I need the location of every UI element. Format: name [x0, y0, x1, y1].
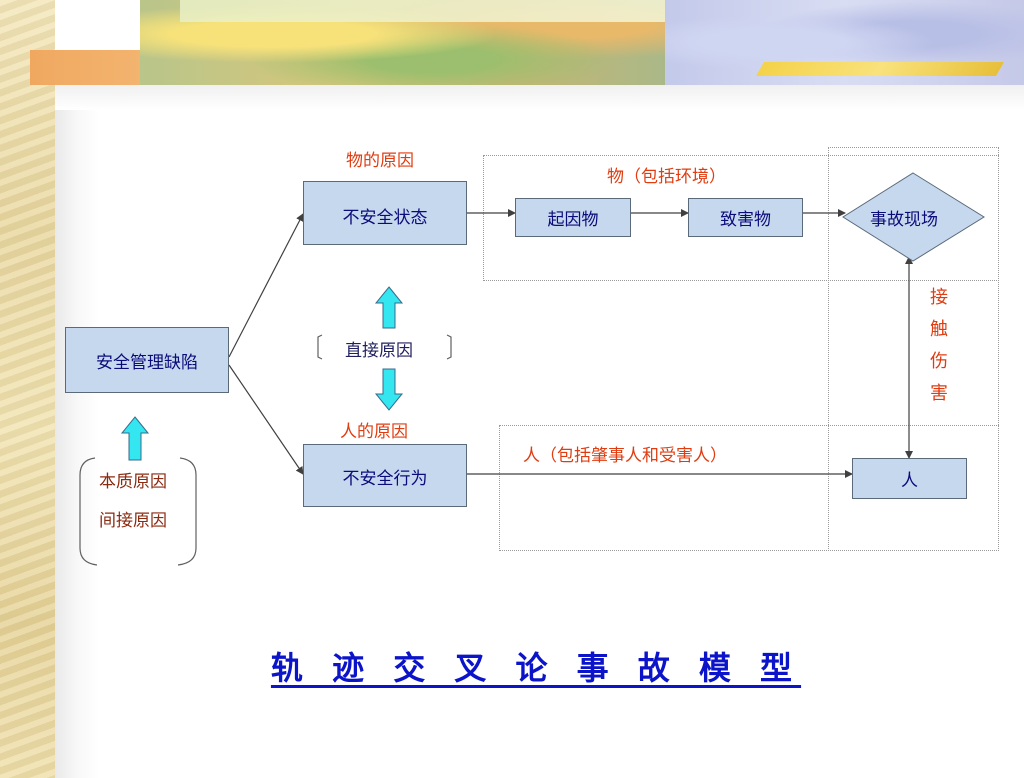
person-label: 人	[901, 471, 918, 491]
cyan-up-arrow-direct	[374, 286, 404, 329]
root-cause-label: 安全管理缺陷	[96, 352, 198, 373]
initiating-object-box: 起因物	[515, 198, 631, 237]
unsafe-act-box: 不安全行为	[303, 444, 467, 507]
top-shadow	[55, 85, 1024, 110]
right-bracket-direct	[446, 334, 452, 360]
unsafe-state-label: 不安全状态	[342, 208, 428, 228]
essential-cause-label: 本质原因	[99, 472, 167, 492]
root-cause-box: 安全管理缺陷	[65, 327, 229, 393]
unsafe-state-box: 不安全状态	[303, 181, 467, 245]
arrow-root-to-unsafe-act	[228, 364, 304, 475]
object-cause-label: 物的原因	[346, 151, 414, 171]
accident-scene-diamond	[842, 172, 985, 262]
object-track-label: 物（包括环境）	[607, 167, 726, 187]
human-track-label: 人（包括肇事人和受害人）	[523, 446, 727, 466]
left-paren-essential	[79, 457, 98, 566]
initiating-object-label: 起因物	[547, 210, 599, 230]
unsafe-act-label: 不安全行为	[342, 469, 428, 489]
harmful-object-label: 致害物	[720, 210, 771, 230]
cyan-up-arrow-essential	[120, 416, 150, 461]
accident-scene-label: 事故现场	[870, 210, 938, 230]
cyan-down-arrow-direct	[374, 368, 404, 411]
person-box: 人	[852, 458, 967, 499]
left-shadow	[55, 85, 100, 778]
indirect-cause-label: 间接原因	[99, 511, 167, 531]
header-banner-image	[0, 0, 1024, 85]
harmful-object-box: 致害物	[688, 198, 803, 237]
left-bracket-direct	[317, 334, 323, 360]
scene-column-frame	[828, 147, 999, 551]
arrow-root-to-unsafe-state	[228, 213, 304, 358]
left-texture-strip	[0, 0, 55, 778]
right-paren-essential	[177, 457, 197, 566]
direct-cause-label: 直接原因	[345, 341, 413, 361]
contact-harm-label: 接 触 伤 害	[930, 287, 948, 404]
human-cause-label: 人的原因	[340, 422, 408, 442]
connector-lines	[228, 209, 913, 478]
diagram-title: 轨 迹 交 叉 论 事 故 模 型	[270, 649, 802, 687]
